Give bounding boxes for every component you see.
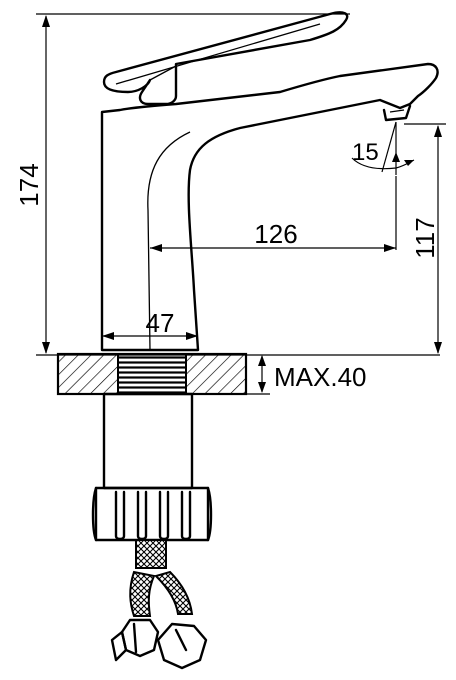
dimension-label-174: 174 bbox=[14, 163, 44, 206]
mounting-shank bbox=[91, 392, 213, 542]
hose-connectors bbox=[110, 618, 208, 670]
dimension-max-thickness: MAX.40 bbox=[246, 355, 367, 395]
dimension-spout-reach: 126 bbox=[150, 176, 397, 252]
countertop-section bbox=[56, 352, 248, 396]
dimension-spout-height: 117 bbox=[404, 123, 446, 354]
dimension-overall-height: 174 bbox=[14, 13, 440, 356]
faucet-body bbox=[100, 62, 439, 352]
dimension-spout-angle: 15 bbox=[351, 121, 415, 175]
faucet-handle bbox=[102, 11, 349, 106]
dimension-label-max40: MAX.40 bbox=[274, 362, 367, 392]
dimension-base-width: 47 bbox=[102, 308, 198, 340]
flexible-hoses bbox=[129, 539, 194, 617]
dimension-label-15: 15 bbox=[352, 139, 379, 166]
dimension-label-117: 117 bbox=[410, 217, 440, 258]
dimension-label-47: 47 bbox=[146, 308, 175, 338]
dimension-label-126: 126 bbox=[254, 219, 297, 249]
